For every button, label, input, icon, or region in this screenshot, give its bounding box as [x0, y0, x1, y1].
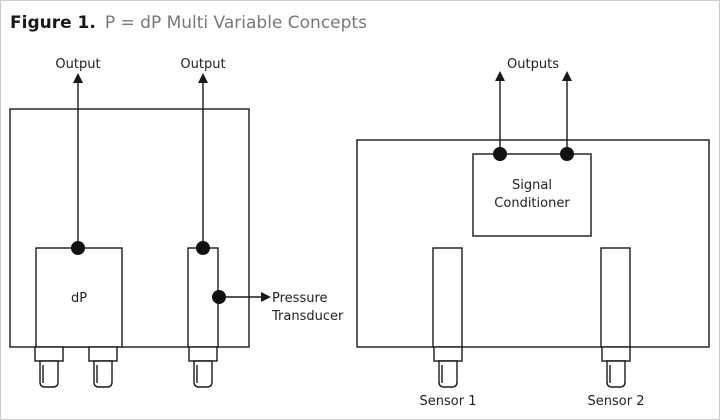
left-panel: Output Output dP Pressure Transducer — [9, 57, 344, 388]
sensor-2-label: Sensor 2 — [588, 394, 645, 409]
pressure-label-line1: Pressure — [272, 291, 328, 306]
pressure-label-line2: Transducer — [271, 309, 344, 324]
right-panel: Outputs Signal Conditioner Sensor 1 Sens… — [356, 57, 710, 409]
pressure-output-node — [196, 241, 210, 255]
sensor-1-body — [432, 247, 463, 348]
signal-conditioner — [472, 153, 592, 237]
caption-prefix: Figure 1. — [10, 13, 96, 33]
sensor-1-port — [433, 346, 463, 388]
figure-caption: Figure 1. P = dP Multi Variable Concepts — [10, 13, 367, 33]
outputs-node-1 — [493, 147, 507, 161]
sensor-2-body — [600, 247, 631, 348]
conditioner-label-line2: Conditioner — [494, 196, 570, 211]
pressure-port — [188, 346, 218, 388]
pressure-transducer-node — [212, 290, 226, 304]
dp-output-node — [71, 241, 85, 255]
dp-label: dP — [71, 291, 87, 306]
outputs-label: Outputs — [507, 57, 559, 72]
output-label-2: Output — [180, 57, 225, 72]
caption-text: P = dP Multi Variable Concepts — [105, 13, 367, 33]
dp-module — [35, 247, 123, 348]
sensor-1-label: Sensor 1 — [420, 394, 477, 409]
outputs-node-2 — [560, 147, 574, 161]
output-label-1: Output — [55, 57, 100, 72]
conditioner-label-line1: Signal — [512, 178, 552, 193]
dp-port-left — [34, 346, 64, 388]
dp-port-right — [88, 346, 118, 388]
sensor-2-port — [601, 346, 631, 388]
